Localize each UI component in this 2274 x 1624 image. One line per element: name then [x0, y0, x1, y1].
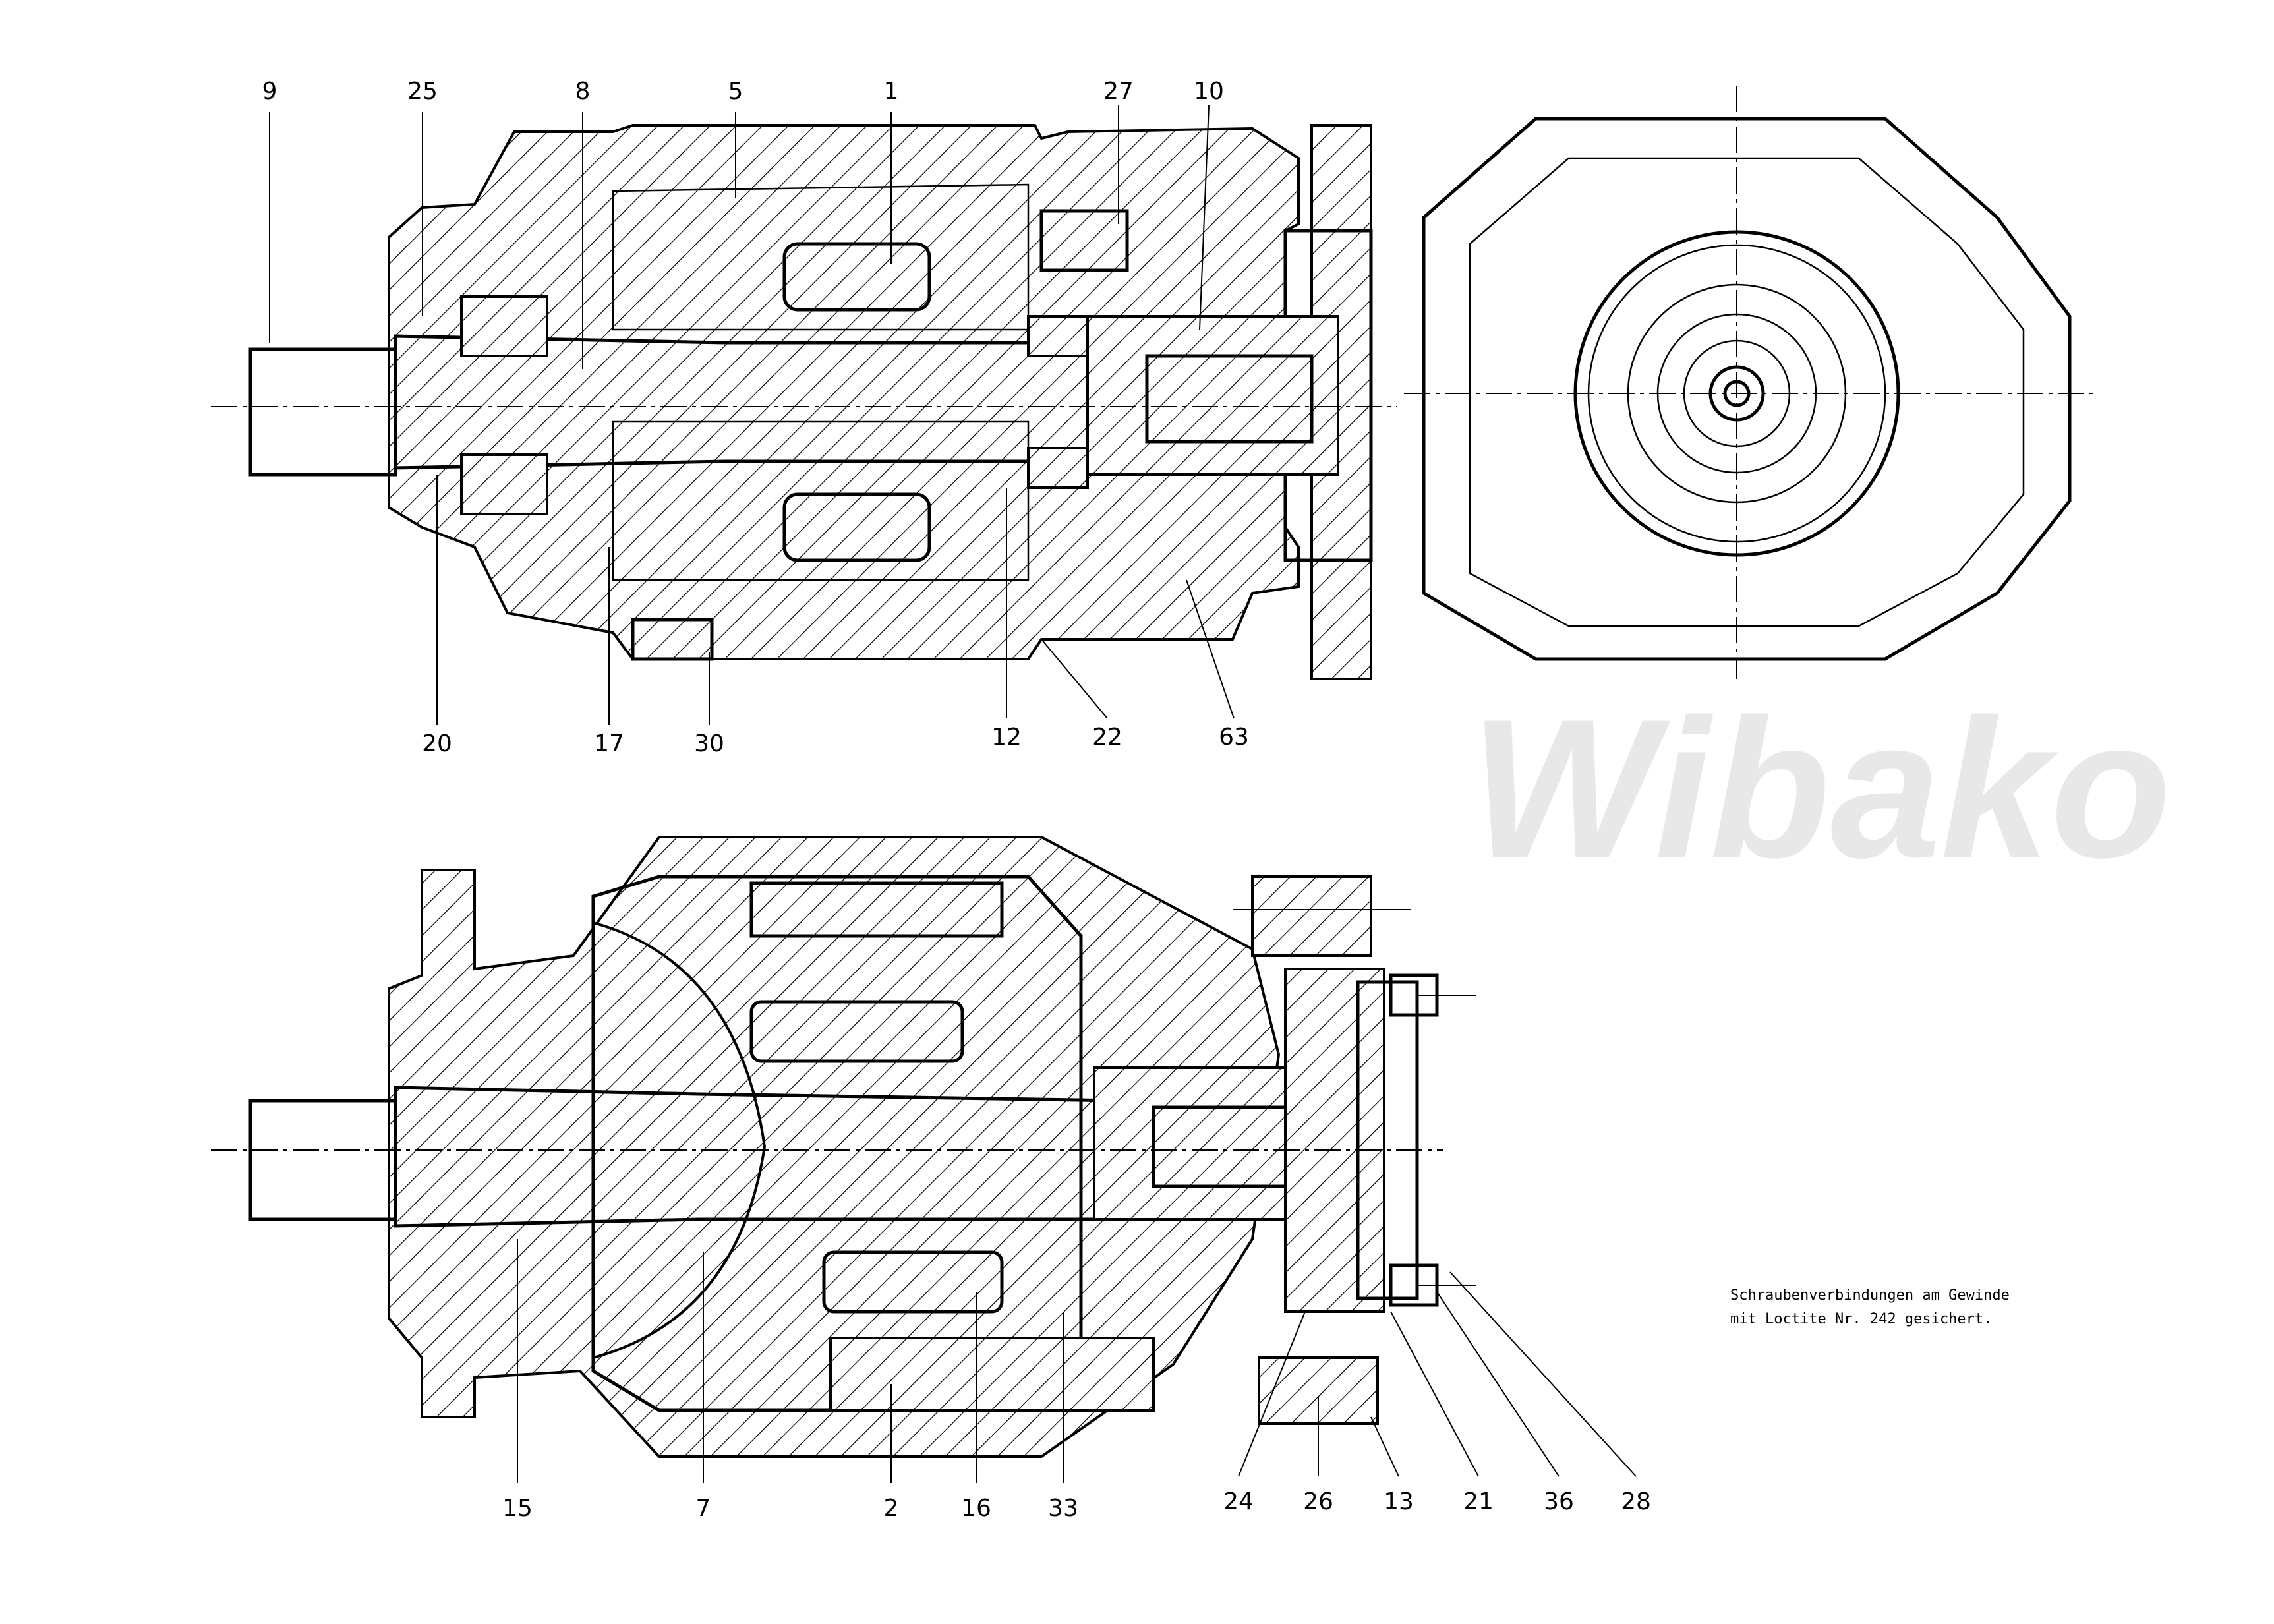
part-label-9: 9 [262, 78, 277, 105]
note-line-1: Schraubenverbindungen am Gewinde [1730, 1287, 2010, 1304]
part-label-30: 30 [694, 730, 724, 757]
drive-shaft-end [248, 347, 397, 477]
part-label-16: 16 [961, 1495, 991, 1522]
part-label-25: 25 [407, 78, 438, 105]
part-label-28: 28 [1621, 1488, 1651, 1515]
part-label-1: 1 [884, 78, 899, 105]
watermark: Wibako [1470, 678, 2171, 899]
part-label-27: 27 [1103, 78, 1134, 105]
part-label-24: 24 [1223, 1488, 1254, 1515]
part-label-8: 8 [575, 78, 591, 105]
piston-upper [782, 242, 931, 312]
part-label-33: 33 [1048, 1495, 1078, 1522]
leader-lines [269, 105, 1637, 1483]
part-label-17: 17 [594, 730, 624, 757]
bottom-longitudinal-section [211, 836, 1476, 1458]
part-label-5: 5 [728, 78, 743, 105]
part-label-10: 10 [1194, 78, 1224, 105]
drive-shaft-end [248, 1099, 397, 1221]
part-label-22: 22 [1092, 724, 1122, 751]
note-line-2: mit Loctite Nr. 242 gesichert. [1730, 1311, 1992, 1327]
end-view [1404, 86, 2096, 679]
part-label-7: 7 [696, 1495, 711, 1522]
part-label-20: 20 [422, 730, 452, 757]
part-label-63: 63 [1219, 724, 1249, 751]
top-longitudinal-section [211, 124, 1397, 680]
part-label-26: 26 [1303, 1488, 1333, 1515]
part-label-13: 13 [1384, 1488, 1414, 1515]
part-label-2: 2 [884, 1495, 899, 1522]
part-label-36: 36 [1544, 1488, 1574, 1515]
part-label-15: 15 [502, 1495, 533, 1522]
piston-lower [782, 492, 931, 562]
part-label-12: 12 [991, 724, 1022, 751]
part-label-21: 21 [1463, 1488, 1494, 1515]
